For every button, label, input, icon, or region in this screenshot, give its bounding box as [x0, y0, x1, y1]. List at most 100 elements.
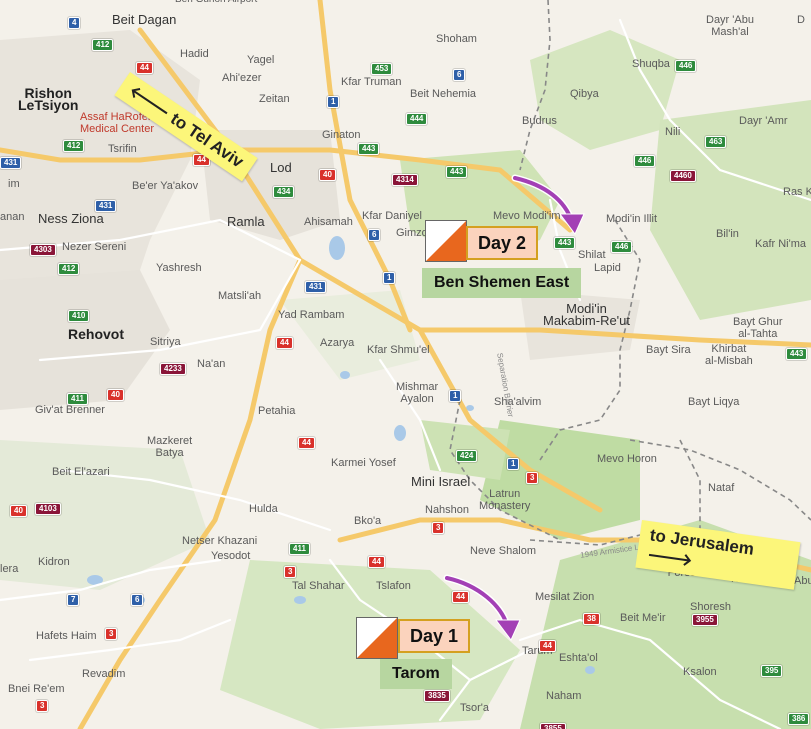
road-shield-1: 1 [449, 390, 462, 402]
place-label-nahshon: Nahshon [425, 504, 470, 516]
place-label-mishmar: Mishmar Ayalon [396, 381, 439, 405]
road-shield-44: 44 [136, 62, 153, 74]
road-shield-3: 3 [526, 472, 539, 484]
road-shield-1: 1 [327, 96, 340, 108]
place-label-beit-nehemia: Beit Nehemia [410, 88, 477, 100]
road-shield-443: 443 [786, 348, 808, 360]
place-label-mini-israel: Mini Israel [411, 474, 471, 489]
place-label-khirbat: Khirbat al-Misbah [705, 343, 753, 367]
road-shield-3: 3 [284, 566, 297, 578]
place-label-beit-dagan: Beit Dagan [112, 12, 177, 27]
place-label-kfar-daniyel: Kfar Daniyel [362, 210, 422, 222]
place-label-modiin: Modi'in Makabim-Re'ut [543, 301, 631, 328]
road-shield-443: 443 [358, 143, 380, 155]
place-label-petahia: Petahia [258, 405, 296, 417]
place-label-neve-shalom: Neve Shalom [470, 545, 537, 557]
road-shield-412: 412 [63, 140, 85, 152]
place-label-bkoa: Bko'a [354, 515, 382, 527]
place-label-karmei-yosef: Karmei Yosef [331, 457, 396, 469]
place-label-bayt-liqya: Bayt Liqya [688, 396, 740, 408]
road-shield-38: 38 [583, 613, 600, 625]
road-shield-463: 463 [705, 136, 727, 148]
road-shield-453: 453 [371, 63, 393, 75]
road-shield-3: 3 [105, 628, 118, 640]
place-label-tslafon: Tslafon [376, 580, 411, 592]
road-shield-4303: 4303 [30, 244, 56, 256]
road-shield-4: 4 [68, 17, 81, 29]
road-shield-44: 44 [368, 556, 385, 568]
place-label-gimzo: Gimzo [396, 227, 428, 239]
road-shield-4103: 4103 [35, 503, 61, 515]
place-label-hadid: Hadid [180, 48, 209, 60]
place-label-yesodot: Yesodot [211, 550, 251, 562]
place-label-latrun: Latrun Monastery [479, 488, 531, 512]
place-label-tsrifin: Tsrifin [108, 143, 137, 155]
road-shield-431: 431 [305, 281, 327, 293]
place-label-yad-rambam: Yad Rambam [278, 309, 345, 321]
road-shield-6: 6 [453, 69, 466, 81]
place-label-mevo-horon: Mevo Horon [597, 453, 657, 465]
road-shield-395: 395 [761, 665, 783, 677]
road-shield-3955: 3955 [692, 614, 718, 626]
place-label-beer-yaakov: Be'er Ya'akov [132, 180, 199, 192]
place-label-shoresh: Shoresh [690, 601, 731, 613]
place-label-nataf: Nataf [708, 482, 735, 494]
place-label-zeitan: Zeitan [259, 93, 290, 105]
road-shield-424: 424 [456, 450, 478, 462]
road-shield-431: 431 [95, 200, 117, 212]
place-label-budrus: Budrus [522, 115, 557, 127]
road-shield-431: 431 [0, 157, 22, 169]
place-label-lapid: Lapid [594, 262, 621, 274]
road-shield-446: 446 [634, 155, 656, 167]
place-label-beit-meir: Beit Me'ir [620, 612, 666, 624]
road-shield-44: 44 [539, 640, 556, 652]
orienteering-flag-icon [425, 220, 467, 262]
place-label-beit-elazari: Beit El'azari [52, 466, 110, 478]
day1-label: Day 1 [398, 619, 471, 653]
place-label-im: im [8, 178, 20, 190]
day2-venue: Ben Shemen East [422, 268, 582, 298]
road-shield-446: 446 [611, 241, 633, 253]
road-shield-6: 6 [131, 594, 144, 606]
place-label-kafr-nima: Kafr Ni'ma [755, 238, 806, 250]
place-label-ahisamah: Ahisamah [304, 216, 353, 228]
road-shield-386: 386 [788, 713, 810, 725]
place-label-anan: anan [0, 211, 25, 223]
place-label-shuqba: Shuqba [632, 58, 670, 70]
place-label-mazkeret: Mazkeret Batya [147, 435, 193, 459]
place-label-ness-ziona: Ness Ziona [38, 211, 104, 226]
road-shield-410: 410 [68, 310, 90, 322]
place-label-bilin: Bil'in [716, 228, 739, 240]
road-shield-44: 44 [276, 337, 293, 349]
road-shield-443: 443 [446, 166, 468, 178]
road-shield-443: 443 [554, 237, 576, 249]
place-label-dayr-amr: Dayr 'Amr [739, 115, 788, 127]
place-label-matsliah: Matsli'ah [218, 290, 262, 302]
place-label-shaalvim: Sha'alvim [494, 396, 542, 408]
place-label-lod: Lod [270, 160, 292, 175]
place-label-ginaton: Ginaton [322, 129, 361, 141]
place-label-naan: Na'an [197, 358, 226, 370]
day1-venue: Tarom [380, 659, 452, 689]
place-label-sitriya: Sitriya [150, 336, 181, 348]
place-label-naham: Naham [546, 690, 582, 702]
place-label-kidron: Kidron [38, 556, 70, 568]
place-label-modiin-illit: Modi'in Illit [606, 213, 658, 225]
road-shield-40: 40 [10, 505, 27, 517]
place-label-eshtaol: Eshta'ol [559, 652, 598, 664]
place-label-bnei-reem: Bnei Re'em [8, 683, 65, 695]
road-shield-434: 434 [273, 186, 295, 198]
road-shield-411: 411 [289, 543, 310, 555]
road-shield-3: 3 [432, 522, 445, 534]
road-shield-3855: 3855 [540, 723, 566, 729]
road-shield-4460: 4460 [670, 170, 696, 182]
road-shield-40: 40 [319, 169, 336, 181]
place-label-ahiezer: Ahi'ezer [222, 72, 262, 84]
road-shield-3: 3 [36, 700, 49, 712]
road-shield-412: 412 [58, 263, 80, 275]
place-label-azarya: Azarya [320, 337, 355, 349]
day2-label: Day 2 [466, 226, 539, 260]
place-label-bayt-ghur: Bayt Ghur al-Tahta [733, 316, 783, 340]
place-label-netser: Netser Khazani [182, 535, 258, 547]
